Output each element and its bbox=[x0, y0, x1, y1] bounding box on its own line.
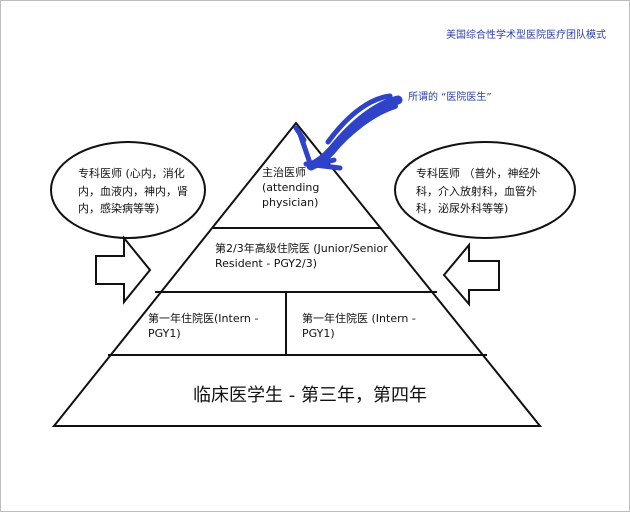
intern-left-label: 第一年住院医(Intern - PGY1) bbox=[148, 312, 259, 340]
medical-specialist-label: 专科医师 (心内，消化内，血液内，神内，肾内，感染病等等) bbox=[78, 167, 188, 216]
surgical-specialist-oval bbox=[394, 141, 576, 239]
right-arrow-icon bbox=[442, 242, 500, 307]
left-arrow-icon bbox=[95, 235, 152, 305]
medical-students-label: 临床医学生 - 第三年，第四年 bbox=[193, 385, 427, 406]
diagram-title: 美国综合性学术型医院医疗团队模式 bbox=[446, 30, 606, 41]
scribble-arrow-icon bbox=[293, 93, 403, 171]
pyramid-outline bbox=[51, 121, 543, 427]
intern-right-label: 第一年住院医 (Intern - PGY1) bbox=[302, 312, 416, 340]
attending-label: 主治医师 (attending physician) bbox=[262, 166, 320, 209]
medical-specialist-oval bbox=[50, 141, 206, 239]
surgical-specialist-label: 专科医师 （普外，神经外科，介入放射科，血管外科，泌尿外科等等) bbox=[416, 167, 541, 216]
resident-label: 第2/3年高级住院医 (Junior/Senior Resident - PGY… bbox=[215, 242, 388, 270]
hospitalist-callout: 所谓的 “医院医生” bbox=[408, 92, 492, 103]
